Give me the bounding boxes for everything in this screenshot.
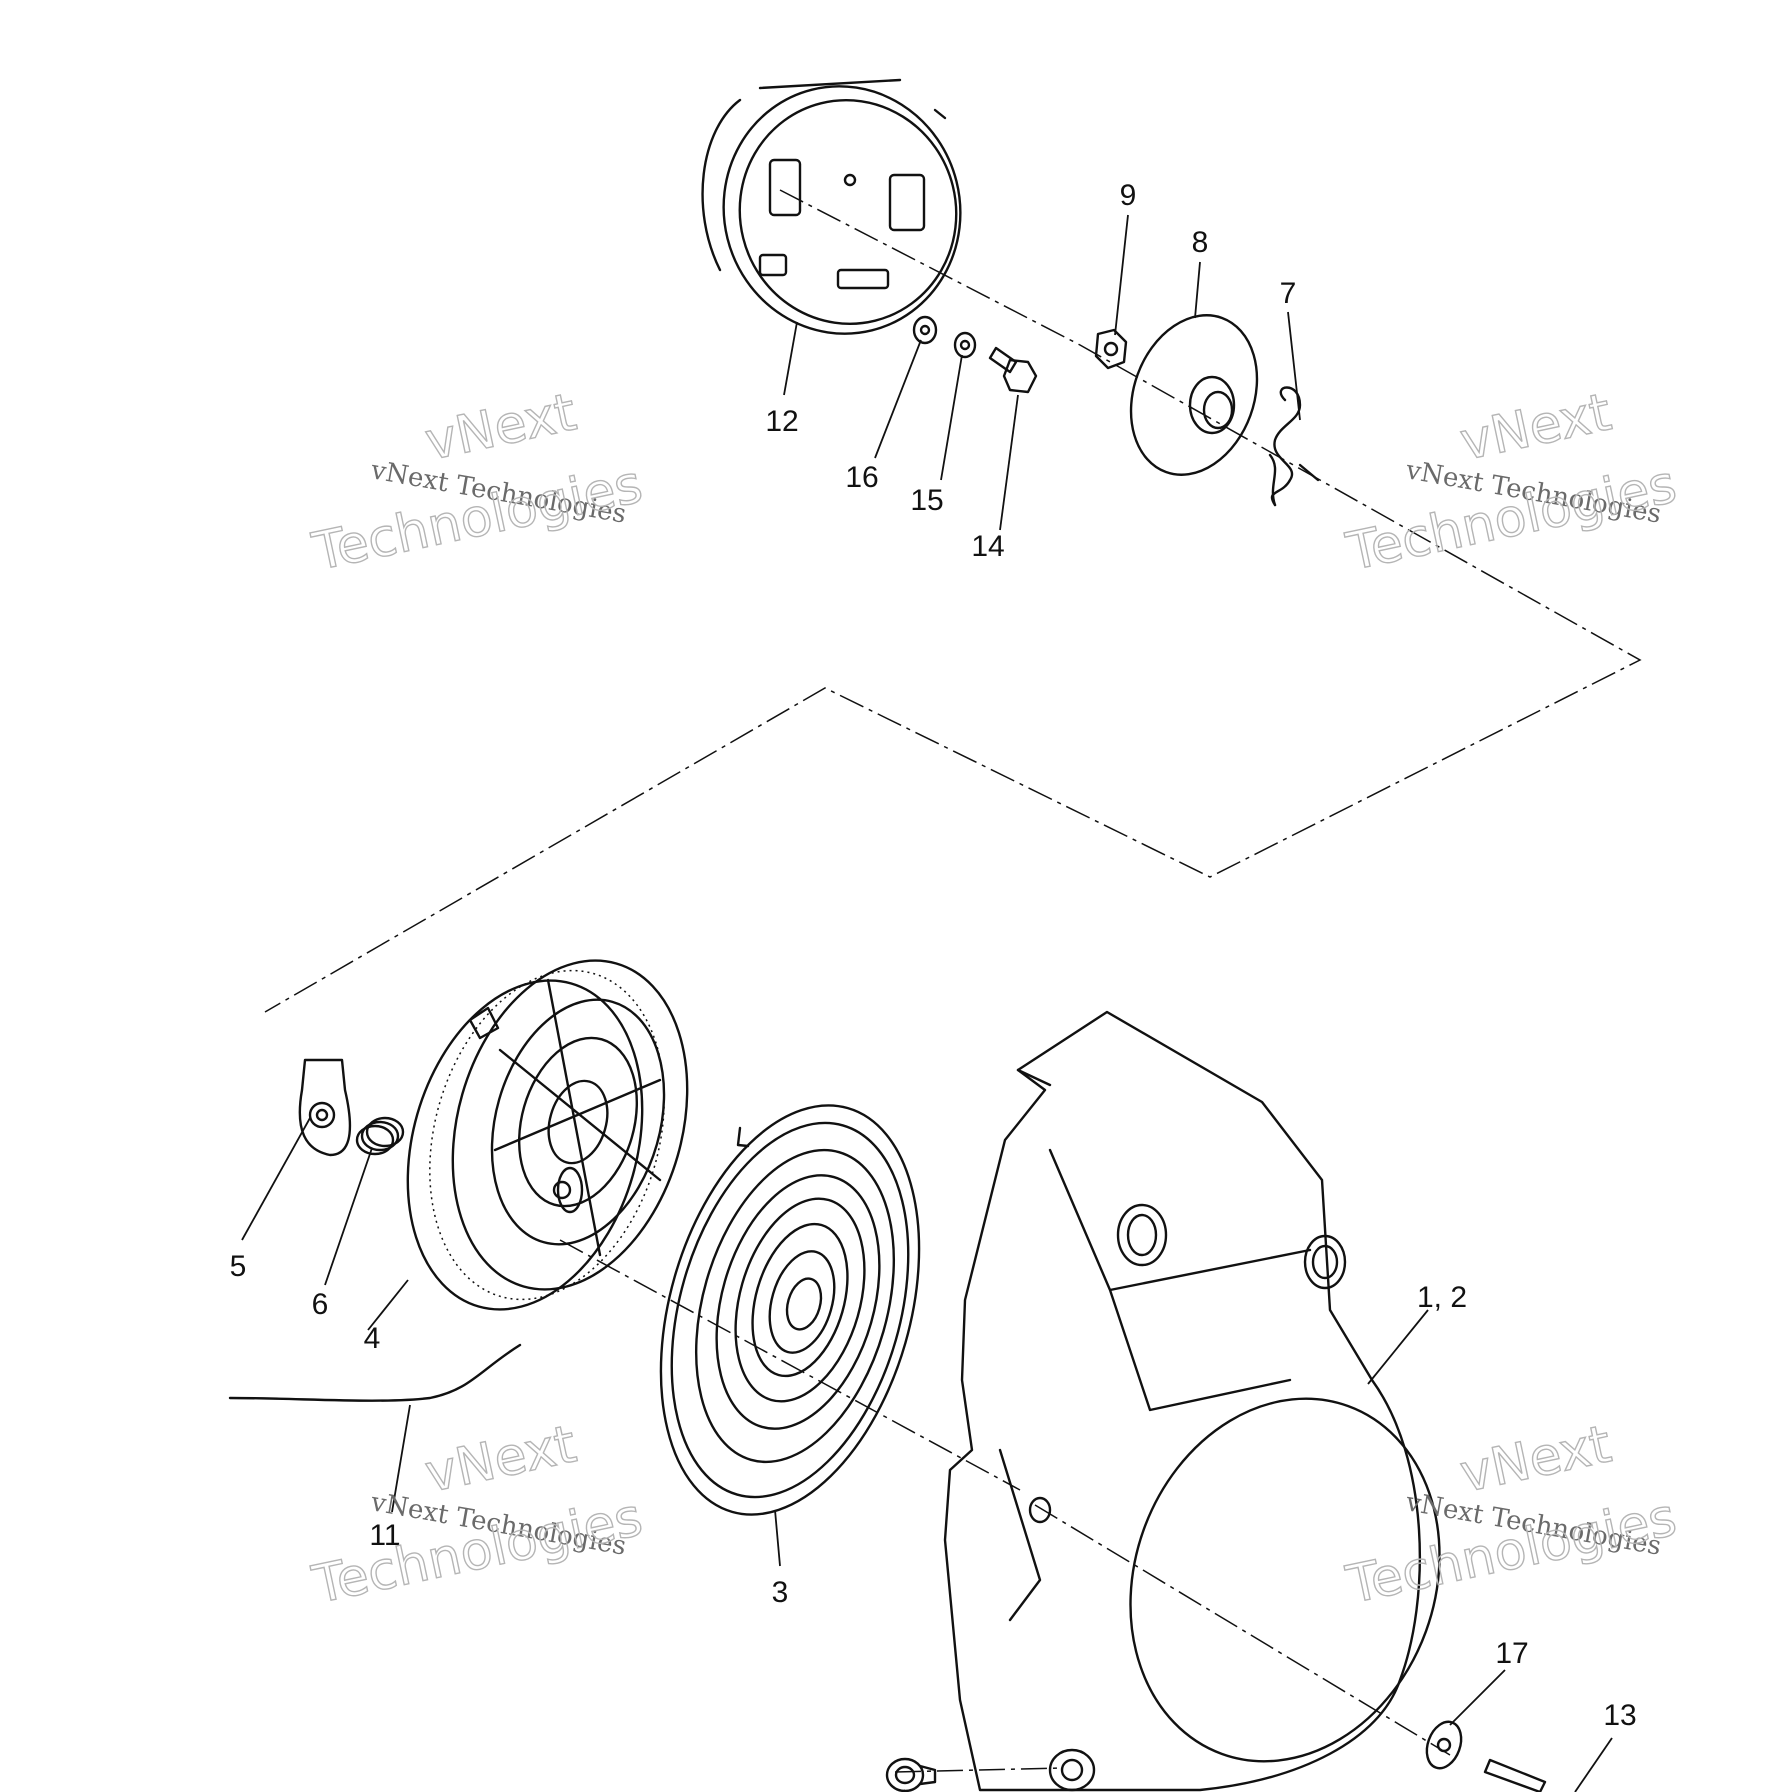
washer-part-16	[912, 315, 938, 345]
callout-12: 12	[765, 405, 798, 438]
callout-17: 17	[1495, 1637, 1528, 1670]
callout-5: 5	[230, 1250, 247, 1283]
callout-15: 15	[910, 484, 943, 517]
recoil-housing-part-1-2	[943, 1010, 1441, 1792]
starter-cup-part-12	[701, 78, 962, 335]
watermark-top-right: vNext Technologies vNext Technologies	[1341, 382, 1683, 584]
starter-rope-part-11	[228, 1343, 522, 1402]
screw-bottom-left	[885, 1757, 937, 1792]
callout-11: 11	[369, 1519, 400, 1552]
watermark-bottom-left: vNext Technologies vNext Technologies	[307, 1414, 649, 1617]
callout-4: 4	[364, 1322, 381, 1355]
callout-14: 14	[971, 530, 1004, 563]
watermark-text-big-line1: vNext	[1455, 1414, 1616, 1504]
spring-clip-part-7	[1268, 386, 1320, 507]
screw-part-13	[1483, 1758, 1547, 1792]
lock-washer-part-15	[953, 331, 977, 359]
washer-part-17	[1425, 1720, 1463, 1770]
watermark-text-big-line1: vNext	[1455, 382, 1616, 472]
bolt-part-14	[988, 346, 1038, 394]
small-spring-part-6	[355, 1116, 405, 1156]
callout-6: 6	[312, 1288, 329, 1321]
recoil-spring-part-3	[659, 1104, 921, 1516]
nut-part-9	[1094, 328, 1128, 370]
callout-3: 3	[772, 1576, 789, 1609]
watermark-text-big-line1: vNext	[420, 1414, 581, 1504]
callout-1-2: 1, 2	[1417, 1281, 1467, 1314]
callout-9: 9	[1120, 179, 1137, 212]
watermark-top-left: vNext Technologies vNext Technologies	[307, 382, 649, 584]
drive-plate-part-8	[1129, 314, 1259, 476]
watermark-text-big-line1: vNext	[420, 382, 581, 472]
callout-8: 8	[1192, 226, 1209, 259]
watermark-bottom-right: vNext Technologies vNext Technologies	[1341, 1414, 1683, 1617]
pawl-part-5	[298, 1058, 352, 1157]
callout-16: 16	[845, 461, 878, 494]
callout-13: 13	[1603, 1699, 1636, 1732]
callout-labels: 9 8 7 12 16 15 14 5 6 4 1, 2 11 3 17 13	[230, 179, 1637, 1732]
rope-pulley-part-4	[406, 959, 689, 1311]
callout-leader-lines	[241, 214, 1613, 1792]
callout-7: 7	[1280, 277, 1297, 310]
